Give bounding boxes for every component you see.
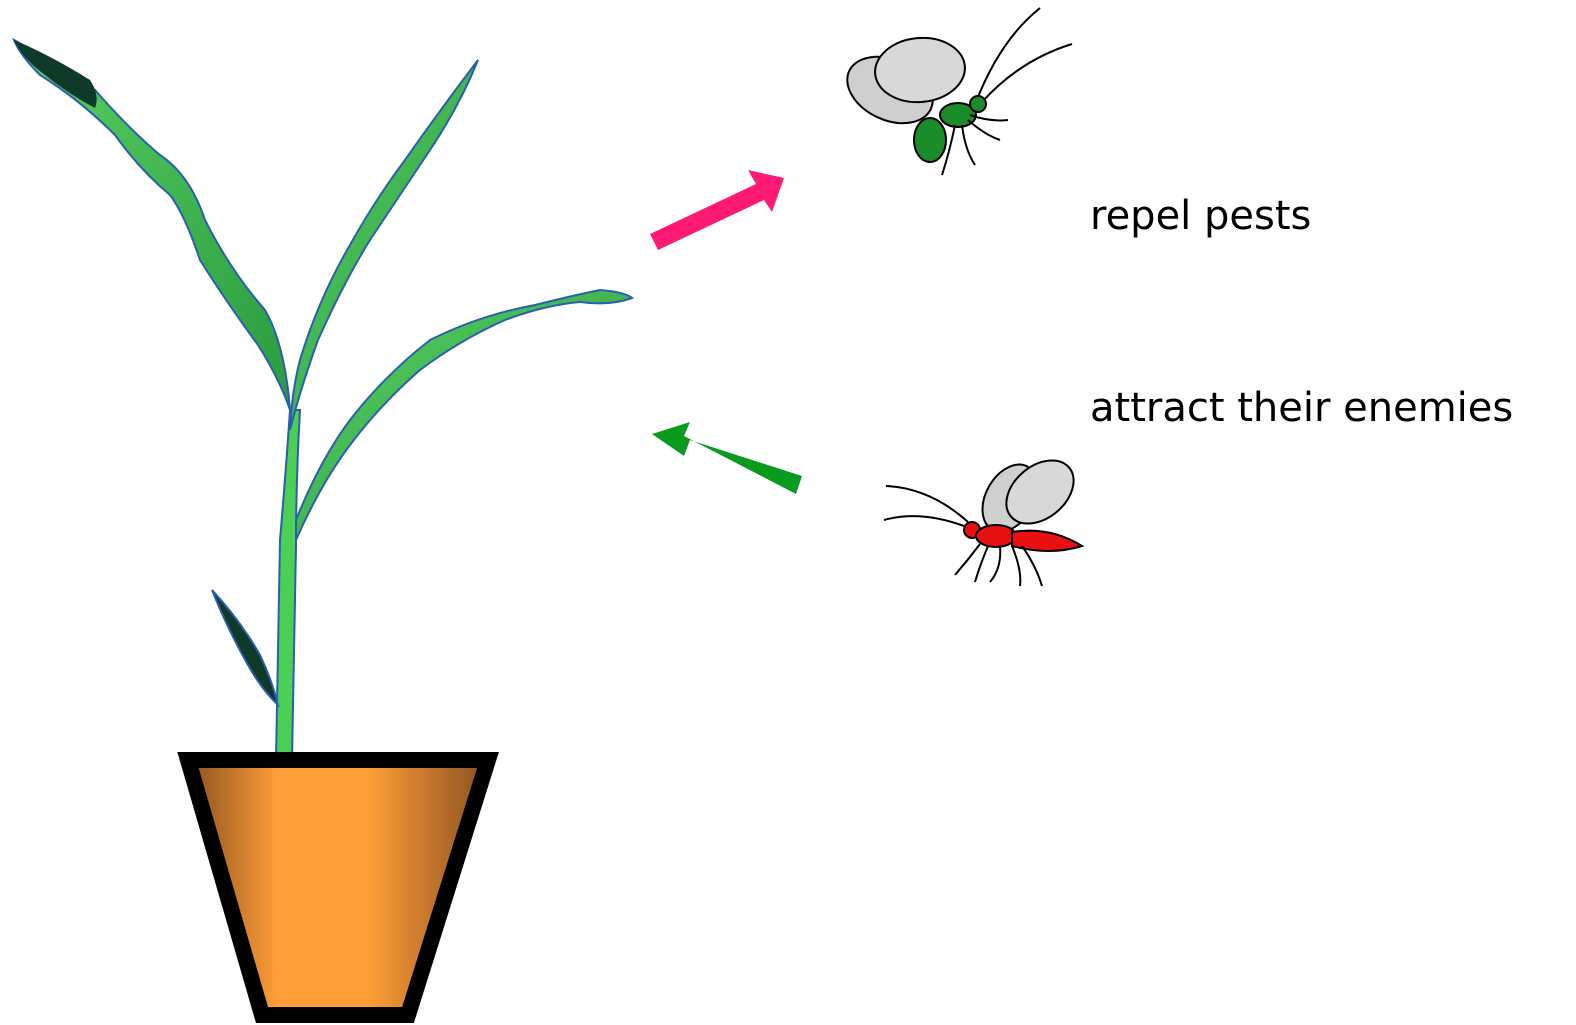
- flower-pot-icon: [188, 760, 488, 1015]
- plant-leaf-right-tall: [290, 60, 478, 430]
- plant-leaf-left: [14, 40, 290, 410]
- plant-leaf-lower: [212, 590, 278, 705]
- enemy-thorax: [976, 525, 1016, 547]
- attract-enemies-label: attract their enemies: [1090, 388, 1513, 428]
- repel-pests-label: repel pests: [1090, 196, 1311, 236]
- pest-abdomen: [914, 118, 946, 162]
- plant-leaf-left-tip: [14, 40, 97, 108]
- maize-seedling-icon: [14, 40, 632, 760]
- plant-leaf-right-long: [296, 290, 632, 540]
- pest-head: [970, 96, 986, 112]
- green-aphid-pest-icon: [837, 8, 1072, 175]
- arrow-up-right-icon: [650, 170, 784, 250]
- red-parasitic-wasp-icon: [884, 448, 1086, 586]
- arrow-up-left-icon: [652, 422, 802, 494]
